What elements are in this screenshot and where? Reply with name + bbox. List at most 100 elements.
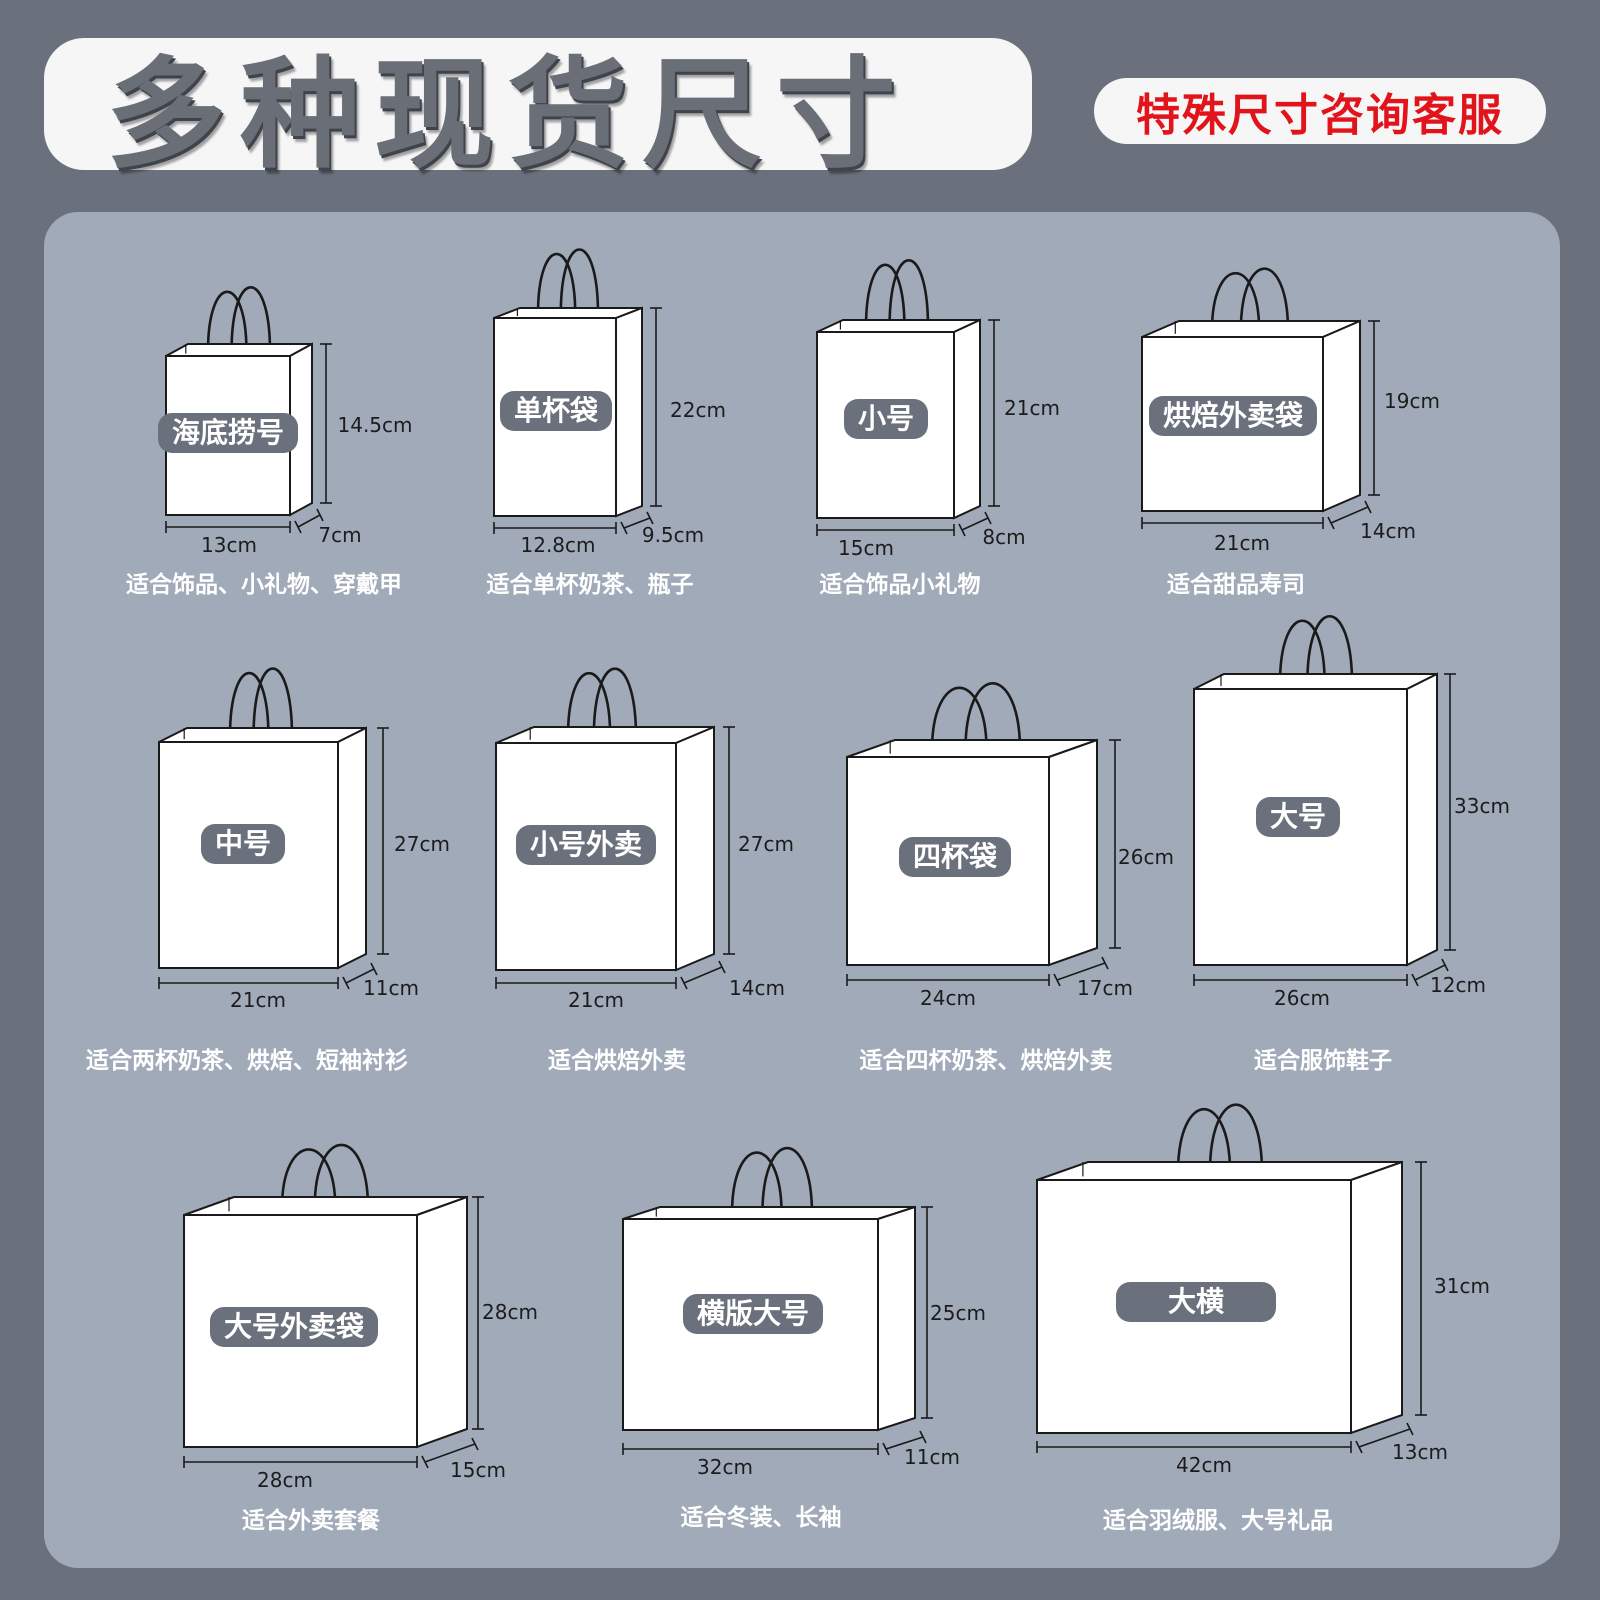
usage-text: 适合外卖套餐 xyxy=(242,1508,380,1534)
bag-name-tag: 海底捞号 xyxy=(157,413,299,453)
depth-dim-tick xyxy=(680,976,688,990)
width-label: 21cm xyxy=(568,988,624,1012)
width-label: 24cm xyxy=(920,986,976,1010)
usage-text: 适合服饰鞋子 xyxy=(1254,1048,1392,1074)
depth-dim-tick xyxy=(718,960,726,974)
handle-2 xyxy=(592,667,638,737)
depth-dim-tick xyxy=(919,1430,927,1444)
bag-top xyxy=(158,727,367,743)
depth-dim-tick xyxy=(1327,516,1335,530)
width-label: 12.8cm xyxy=(520,533,596,557)
height-label: 33cm xyxy=(1454,794,1510,818)
depth-label: 14cm xyxy=(729,976,785,1000)
handle-2 xyxy=(888,259,930,328)
handle-2 xyxy=(964,682,1022,751)
handle-1 xyxy=(730,1151,783,1215)
height-label: 14.5cm xyxy=(337,413,413,437)
depth-dim-tick xyxy=(421,1455,429,1469)
width-label: 42cm xyxy=(1176,1453,1232,1477)
width-label: 15cm xyxy=(838,536,894,560)
bag-side xyxy=(1406,672,1438,967)
handle-1 xyxy=(930,686,988,751)
height-label: 21cm xyxy=(1004,396,1060,420)
depth-label: 8cm xyxy=(982,525,1026,549)
depth-label: 12cm xyxy=(1430,973,1486,997)
handle-1 xyxy=(280,1148,337,1208)
bag-top xyxy=(622,1206,916,1220)
handle-1 xyxy=(1176,1108,1232,1173)
usage-text: 适合饰品小礼物 xyxy=(819,572,981,598)
depth-label: 14cm xyxy=(1360,519,1416,543)
custom-size-pill: 特殊尺寸咨询客服 xyxy=(1094,78,1546,144)
depth-dim-tick xyxy=(1411,973,1419,987)
bag-side xyxy=(416,1195,468,1449)
handle-2 xyxy=(1208,1103,1264,1173)
depth-dim-tick xyxy=(471,1437,479,1451)
usage-text: 适合饰品、小礼物、穿戴甲 xyxy=(126,572,402,598)
handle-1 xyxy=(566,672,612,737)
depth-dim-line xyxy=(297,514,321,528)
width-label: 21cm xyxy=(230,988,286,1012)
depth-dim-line xyxy=(1414,964,1446,981)
depth-dim-tick xyxy=(294,520,302,534)
height-label: 22cm xyxy=(670,398,726,422)
height-label: 28cm xyxy=(482,1300,538,1324)
depth-label: 11cm xyxy=(363,976,419,1000)
bag-name-tag: 大号外卖袋 xyxy=(209,1307,379,1347)
width-label: 13cm xyxy=(201,533,257,557)
depth-dim-tick xyxy=(1101,956,1109,970)
bag-name-tag: 大号 xyxy=(1255,797,1341,837)
bag-side xyxy=(1322,319,1361,513)
depth-dim-tick xyxy=(370,962,378,976)
bag-name-tag: 单杯袋 xyxy=(499,391,613,431)
depth-dim-line xyxy=(885,1436,924,1450)
bag-side xyxy=(877,1205,916,1432)
height-label: 25cm xyxy=(930,1301,986,1325)
bag-name-tag: 横版大号 xyxy=(682,1294,824,1334)
depth-dim-tick xyxy=(646,511,654,525)
usage-text: 适合两杯奶茶、烘焙、短袖衬衫 xyxy=(86,1048,408,1074)
bag-name-tag: 烘焙外卖袋 xyxy=(1148,396,1318,436)
depth-dim-tick xyxy=(984,511,992,525)
depth-label: 15cm xyxy=(450,1458,506,1482)
depth-dim-tick xyxy=(1053,973,1061,987)
depth-dim-line xyxy=(1056,962,1106,981)
width-label: 28cm xyxy=(257,1468,313,1492)
bag-top xyxy=(165,343,313,357)
usage-text: 适合羽绒服、大号礼品 xyxy=(1103,1508,1333,1534)
depth-dim-tick xyxy=(1355,1440,1363,1454)
handle-1 xyxy=(864,263,906,328)
width-label: 26cm xyxy=(1274,986,1330,1010)
bag-side xyxy=(675,725,715,972)
bag-side xyxy=(953,318,981,520)
depth-label: 13cm xyxy=(1392,1440,1448,1464)
bag-name-tag: 大横 xyxy=(1115,1282,1277,1322)
height-label: 31cm xyxy=(1434,1274,1490,1298)
usage-text: 适合甜品寿司 xyxy=(1167,572,1305,598)
bag-side xyxy=(1048,738,1098,967)
bag-name-tag: 小号 xyxy=(843,399,929,439)
handle-1 xyxy=(1210,272,1261,331)
height-label: 19cm xyxy=(1384,389,1440,413)
usage-text: 适合单杯奶茶、瓶子 xyxy=(486,572,694,598)
bag-name-tag: 中号 xyxy=(200,824,286,864)
bag-top xyxy=(1193,673,1438,690)
bag-name-tag: 四杯袋 xyxy=(898,837,1012,877)
width-label: 32cm xyxy=(697,1455,753,1479)
usage-text: 适合烘焙外卖 xyxy=(548,1048,686,1074)
height-label: 27cm xyxy=(738,832,794,856)
height-label: 26cm xyxy=(1118,845,1174,869)
handle-2 xyxy=(230,286,272,352)
depth-dim-tick xyxy=(342,976,350,990)
handle-2 xyxy=(761,1146,814,1215)
depth-dim-tick xyxy=(620,521,628,535)
handle-1 xyxy=(228,672,270,737)
handle-2 xyxy=(252,667,294,737)
depth-label: 7cm xyxy=(318,523,362,547)
handle-2 xyxy=(1239,267,1290,331)
depth-dim-line xyxy=(623,517,651,529)
depth-label: 17cm xyxy=(1077,976,1133,1000)
depth-dim-line xyxy=(345,968,375,984)
